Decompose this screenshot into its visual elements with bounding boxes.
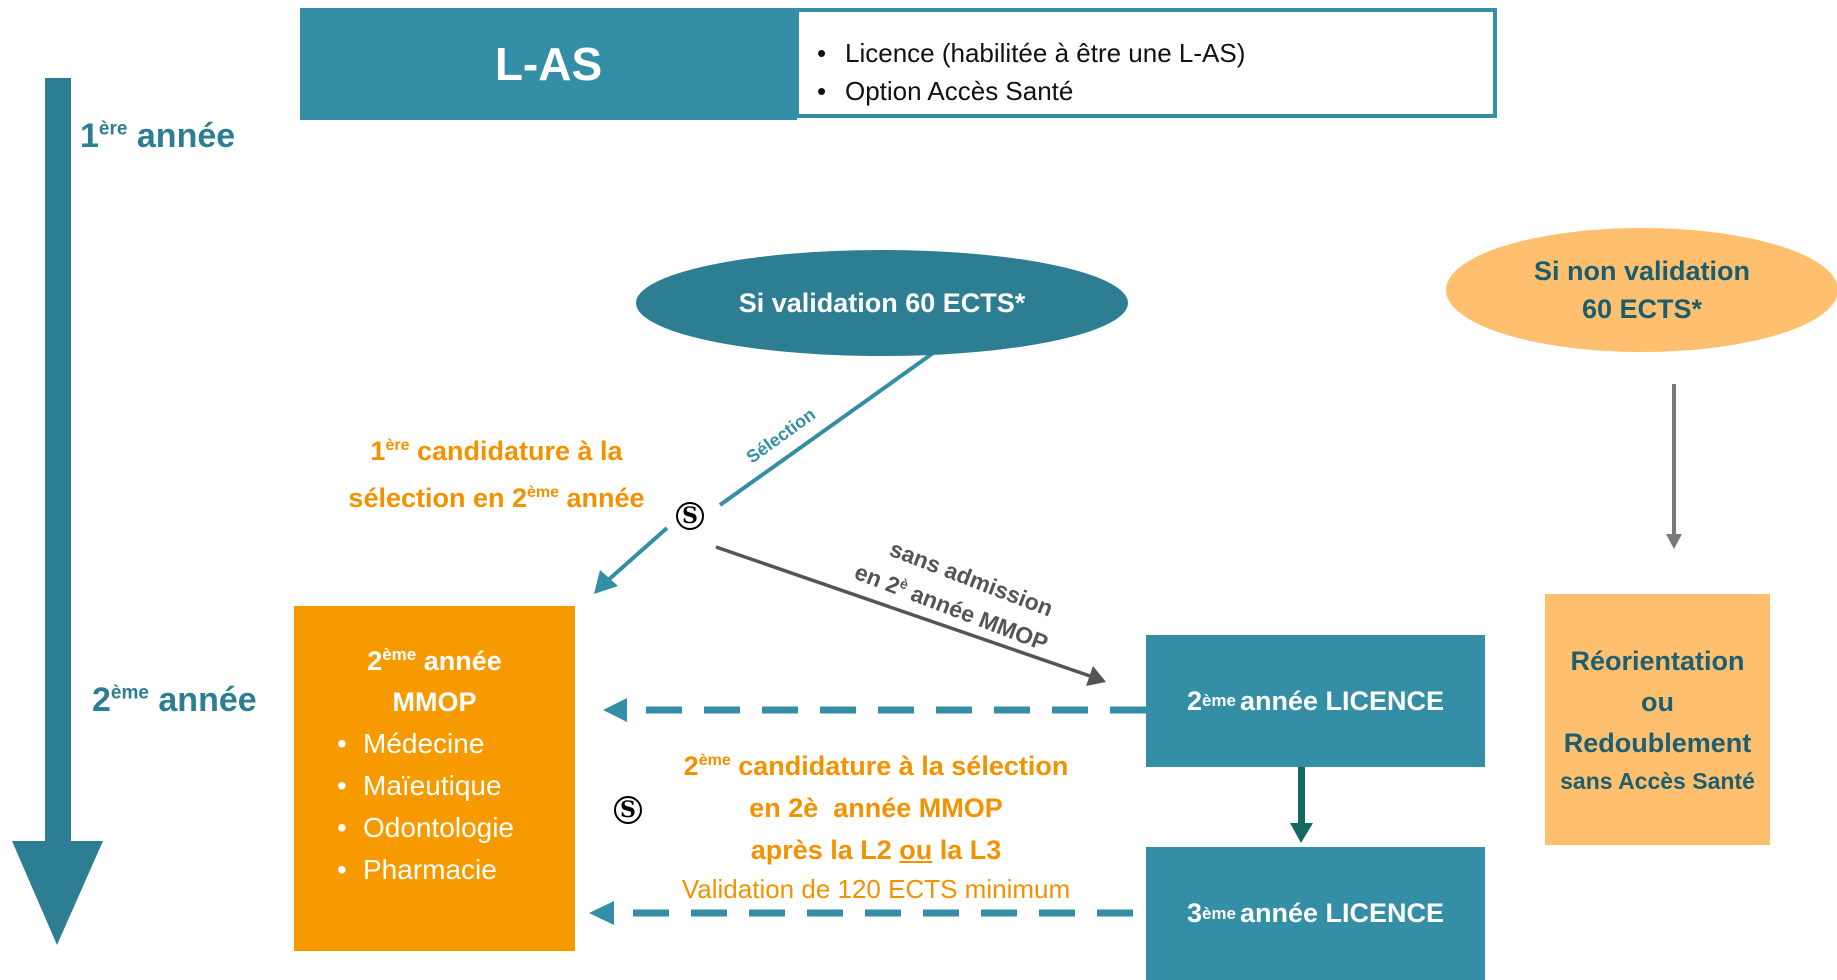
selection-symbol: S: [614, 796, 642, 824]
second-application-text: 2ème candidature à la sélection en 2è an…: [681, 751, 1071, 904]
mmop-program-item: Odontologie: [337, 807, 575, 849]
licence3-to-mmop-dashed-arrow: [589, 901, 1133, 925]
mmop-box: 2ème année MMOP Médecine Maïeutique Odon…: [294, 606, 575, 951]
selection-symbol: S: [676, 502, 704, 530]
selection-connector: [718, 334, 959, 507]
selection-edge-label: Sélection: [743, 404, 820, 467]
las-title: L-AS: [494, 38, 603, 90]
selection-to-mmop-arrow: [594, 526, 669, 594]
timeline-arrow: [12, 78, 103, 945]
las-bullet-item: Licence (habilitée à être une L-AS): [817, 34, 1493, 72]
licence2-to-mmop-dashed-arrow: [603, 698, 1146, 722]
las-bullet-list: Licence (habilitée à être une L-AS) Opti…: [817, 34, 1493, 110]
reorientation-box: Réorientation ou Redoublement sans Accès…: [1545, 594, 1770, 845]
non-validation-ellipse: Si non validation 60 ECTS*: [1446, 228, 1837, 352]
non-validation-label-line2: 60 ECTS*: [1581, 294, 1703, 324]
mmop-title: 2ème année MMOP: [367, 645, 502, 717]
las-bullet-item: Option Accès Santé: [817, 72, 1493, 110]
year-1-label: 1ère année: [80, 117, 236, 155]
las-title-box: L-AS: [300, 8, 797, 120]
validation-ellipse: Si validation 60 ECTS*: [636, 250, 1128, 356]
mmop-program-item: Pharmacie: [337, 849, 575, 891]
no-admission-arrow: [715, 545, 1106, 686]
nonvalidation-to-reorientation-arrow: [1666, 384, 1682, 549]
las-description-box: Licence (habilitée à être une L-AS) Opti…: [795, 8, 1497, 118]
first-application-text: 1ère candidature à la sélection en 2ème …: [348, 436, 645, 513]
non-validation-label-line1: Si non validation: [1533, 256, 1750, 286]
mmop-program-item: Médecine: [337, 723, 575, 765]
validation-label: Si validation 60 ECTS*: [738, 287, 1026, 318]
mmop-program-item: Maïeutique: [337, 765, 575, 807]
mmop-program-list: Médecine Maïeutique Odontologie Pharmaci…: [294, 723, 575, 891]
licence2-to-licence3-arrow: [1290, 767, 1313, 843]
year-2-label: 2ème année: [92, 681, 257, 719]
